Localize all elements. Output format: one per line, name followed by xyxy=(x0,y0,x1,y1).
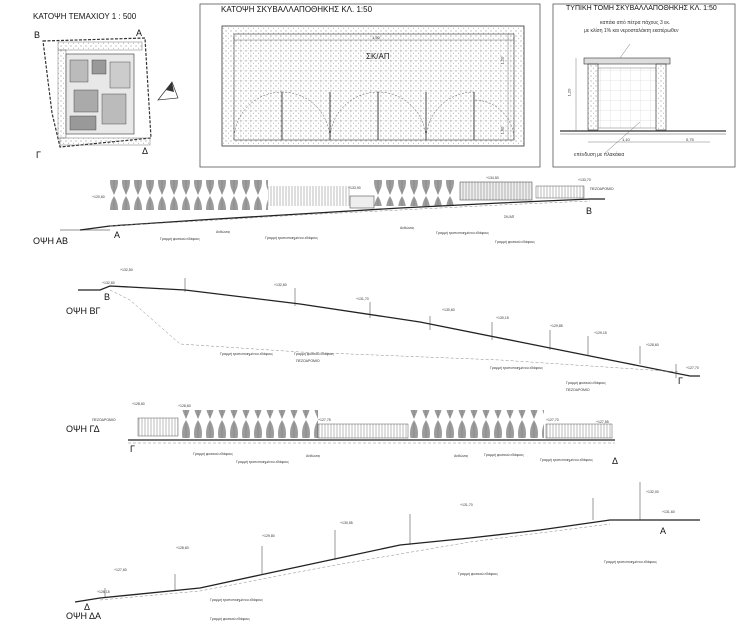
shed-dim-door: 1,00 xyxy=(499,126,505,135)
elev-bg-pezodromio: ΠΕΖΟΔΡΟΜΙΟ xyxy=(296,359,320,363)
section-note-1: καπάκι από πέτρα πάχους 3 εκ. xyxy=(600,20,671,26)
shed-section-title: ΤΥΠΙΚΗ ΤΟΜΗ ΣΚΥΒΑΛΛΑΠΟΘΗΚΗΣ ΚΛ. 1:50 xyxy=(566,5,717,12)
elev-ab-title: ΟΨΗ ΑΒ xyxy=(33,236,69,246)
elev-da-natural-2: Γραμμή φυσικού εδάφους xyxy=(458,572,498,576)
elev-ab-natural-1: Γραμμή φυσικού εδάφους xyxy=(160,237,200,241)
elev-ab-modified-1: Γραμμή τροποποιημένου εδάφους xyxy=(265,236,318,240)
plot-plan-drawing xyxy=(42,37,179,148)
elev-da-level-8: +131,60 xyxy=(662,510,675,514)
section-dim-height: 1,20 xyxy=(566,88,572,97)
shed-plan-title: ΚΑΤΟΨΗ ΣΚΥΒΑΛΛΑΠΟΘΗΚΗΣ ΚΛ. 1:50 xyxy=(221,5,373,14)
elev-ab-start: Α xyxy=(114,230,121,240)
shed-section-frame xyxy=(552,3,736,168)
elev-bg-modified-2: Γραμμή τροποποιημένου εδάφους xyxy=(490,366,543,370)
elev-ab-level-4: +133,70 xyxy=(578,178,591,182)
elev-bg-natural: Γραμμή φυσικού εδάφους xyxy=(294,352,334,356)
section-dim-width: 1,10 xyxy=(622,137,630,142)
plot-plan-title: ΚΑΤΟΨΗ ΤΕΜΑΧΙΟΥ 1 : 500 xyxy=(33,12,137,21)
elev-gd-level-2: +128,60 xyxy=(178,404,191,408)
elev-gd-end: Δ xyxy=(612,456,619,466)
elev-bg-level-3: +132,60 xyxy=(274,283,287,287)
elev-gd-title: ΟΨΗ ΓΔ xyxy=(66,424,100,434)
elev-ab-anthones-2: Ανθώνας xyxy=(400,226,415,230)
elevation-gd-drawing xyxy=(128,410,615,444)
elev-bg-level-4: +131,70 xyxy=(356,297,369,301)
section-note-2: με κλίση 1% και νεροσταλάκτη εκατέρωθεν xyxy=(584,28,679,34)
elev-da-level-4: +129,80 xyxy=(262,534,275,538)
elev-gd-anthones-2: Ανθώνας xyxy=(454,454,469,458)
shed-section-drawing xyxy=(560,43,726,154)
shed-plan-frame xyxy=(199,3,541,168)
plot-corner-d: Δ xyxy=(142,146,149,156)
elev-bg-modified: Γραμμή τροποποιημένου εδάφους xyxy=(220,352,273,356)
elev-ab-pezodromio: ΠΕΖΟΔΡΟΜΙΟ xyxy=(590,187,614,191)
elev-bg-level-5: +130,60 xyxy=(442,308,455,312)
elev-bg-pezodromio-2: ΠΕΖΟΔΡΟΜΙΟ xyxy=(566,388,590,392)
shed-dim-height: 1,20 xyxy=(499,56,505,65)
elevation-bg-drawing xyxy=(78,278,700,378)
elev-bg-level-2: +132,60 xyxy=(102,281,115,285)
plot-corner-b: Β xyxy=(34,30,41,40)
elev-ab-skap: ΣΚ/ΑΠ xyxy=(504,215,515,219)
elev-gd-pezodromio: ΠΕΖΟΔΡΟΜΙΟ xyxy=(92,418,116,422)
shed-room-label: ΣΚ/ΑΠ xyxy=(366,52,390,61)
elev-ab-modified-2: Γραμμή τροποποιημένου εδάφους xyxy=(436,231,489,235)
elev-gd-start: Γ xyxy=(130,444,135,454)
plot-corner-a: Α xyxy=(136,28,143,38)
elev-da-modified-1: Γραμμή τροποποιημένου εδάφους xyxy=(210,598,263,602)
elev-bg-title: ΟΨΗ ΒΓ xyxy=(66,306,101,316)
elev-gd-modified-2: Γραμμή τροποποιημένου εδάφους xyxy=(540,458,593,462)
elev-ab-level-2: +133,90 xyxy=(348,186,361,190)
section-finish-note: επένδυση με πλακάκια xyxy=(574,152,625,158)
elev-ab-level-3: +134,50 xyxy=(486,176,499,180)
elev-bg-natural-2: Γραμμή φυσικού εδάφους xyxy=(566,381,606,385)
elev-ab-anthones-1: Ανθώνας xyxy=(216,230,231,234)
elev-da-level-7: +132,00 xyxy=(646,490,659,494)
shed-plan-drawing xyxy=(221,25,525,147)
shed-dim-width: 1,50 xyxy=(372,35,380,40)
elev-da-level-2: +127,60 xyxy=(114,568,127,572)
elev-gd-natural-1: Γραμμή φυσικού εδάφους xyxy=(193,452,233,456)
elev-da-level-5: +130,55 xyxy=(340,521,353,525)
elev-gd-level-3: +127,75 xyxy=(318,418,331,422)
elev-bg-level-10: +127,70 xyxy=(686,366,699,370)
elev-bg-level-1: +132,50 xyxy=(120,268,133,272)
elev-bg-end: Γ xyxy=(678,376,683,386)
elev-da-start: Δ xyxy=(84,602,91,612)
north-arrow-icon xyxy=(157,81,179,101)
elev-bg-level-9: +128,60 xyxy=(646,343,659,347)
elev-da-end: Α xyxy=(660,526,667,536)
elev-gd-level-1: +128,60 xyxy=(132,402,145,406)
elev-da-level-1: +126,15 xyxy=(97,590,110,594)
elev-gd-anthones-1: Ανθώνας xyxy=(306,454,321,458)
section-dim-extra: 0,75 xyxy=(686,137,694,142)
elev-gd-natural-2: Γραμμή φυσικού εδάφους xyxy=(484,453,524,457)
elev-ab-level-1: +120,60 xyxy=(92,195,105,199)
elev-da-level-6: +131,70 xyxy=(460,503,473,507)
elev-bg-level-8: +129,15 xyxy=(594,331,607,335)
elevation-ab-drawing xyxy=(60,180,605,231)
elev-da-title: ΟΨΗ ΔΑ xyxy=(66,611,102,621)
elev-ab-end: Β xyxy=(586,206,593,216)
elev-ab-natural-2: Γραμμή φυσικού εδάφους xyxy=(495,240,535,244)
elev-da-level-3: +128,60 xyxy=(176,546,189,550)
elev-gd-level-4: +127,70 xyxy=(546,418,559,422)
elev-da-natural-1: Γραμμή φυσικού εδάφους xyxy=(210,617,250,621)
plot-corner-g: Γ xyxy=(36,150,41,160)
elev-bg-level-7: +129,85 xyxy=(550,324,563,328)
elev-bg-level-6: +130,15 xyxy=(496,316,509,320)
elevation-da-drawing xyxy=(74,482,700,603)
elev-da-modified-2: Γραμμή τροποποιημένου εδάφους xyxy=(604,560,657,564)
elev-bg-start: Β xyxy=(104,292,111,302)
elev-gd-modified-1: Γραμμή τροποποιημένου εδάφους xyxy=(236,460,289,464)
elev-gd-level-5: +127,65 xyxy=(596,420,609,424)
